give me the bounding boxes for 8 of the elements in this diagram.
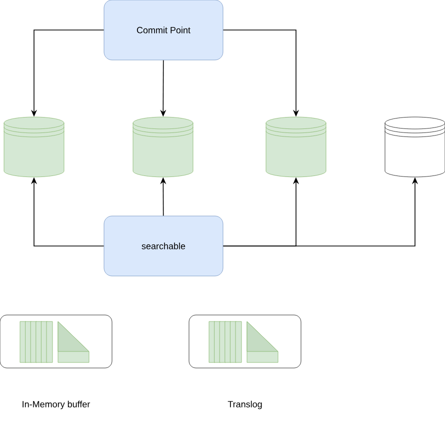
process-box: Commit Point bbox=[104, 0, 224, 60]
box-caption: Translog bbox=[228, 400, 262, 410]
database-cylinder bbox=[384, 116, 445, 178]
database-cylinder bbox=[4, 116, 64, 178]
database-cylinder bbox=[266, 116, 326, 178]
database-cylinder bbox=[132, 116, 194, 178]
process-box: searchable bbox=[104, 216, 224, 276]
box-caption: In-Memory buffer bbox=[22, 400, 90, 410]
